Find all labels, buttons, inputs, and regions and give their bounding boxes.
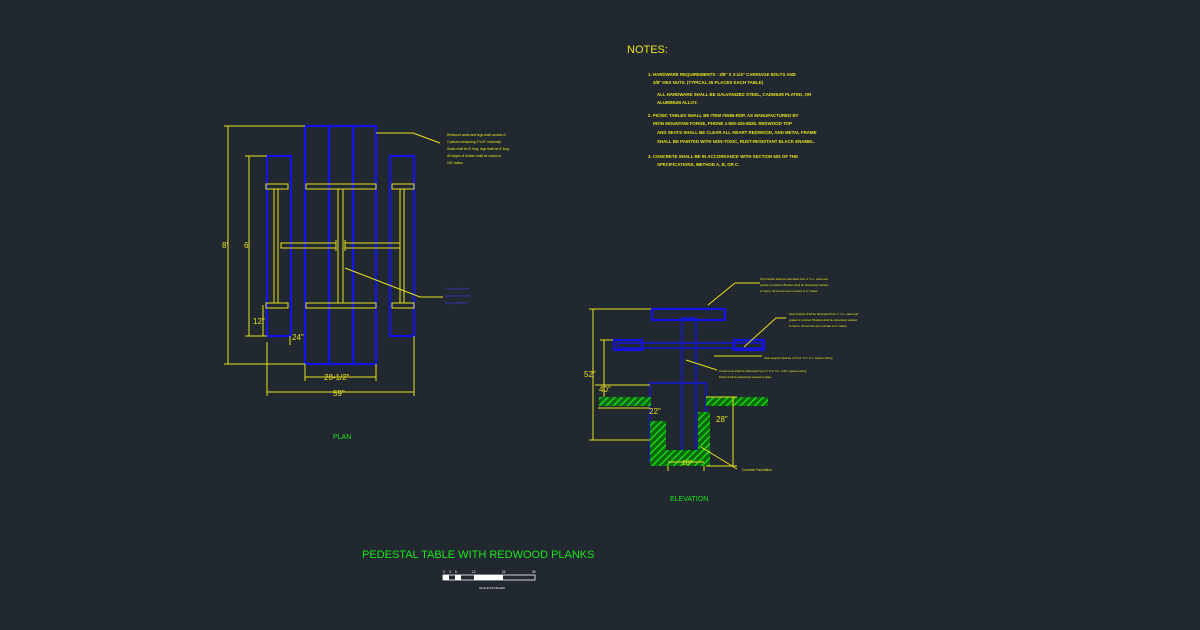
callout-line: to frame. All corners are rounded to 1" … xyxy=(760,289,818,293)
elevation-dimension-lines xyxy=(589,282,786,471)
plan-view: 8' 6' 12" 24" 28-1/2" 59" Redwood seats … xyxy=(222,124,510,441)
dim-length-overall: 8' xyxy=(222,241,228,250)
table-top-plank xyxy=(303,124,331,366)
ground-hatch-right xyxy=(706,397,768,406)
scale-tick: 0 xyxy=(443,570,445,574)
note-line: SPECIFICATIONS, METHOD A, B, OR C. xyxy=(657,162,739,167)
scale-tick: 6 xyxy=(455,570,457,574)
callout-line: All edges of lumber shall be eased to xyxy=(447,154,501,158)
seat-plank-right xyxy=(388,154,416,338)
seat-plank-left xyxy=(265,154,293,338)
dim-seat-height: 40" xyxy=(599,385,611,394)
elevation-seat-left xyxy=(612,338,644,352)
dim-overall-width: 59" xyxy=(333,389,345,398)
elevation-callout-top-bracket: Top bracket shall be fabricated from 1" … xyxy=(760,277,828,293)
dim-footing-depth: 28" xyxy=(716,415,728,424)
steel-frame xyxy=(265,183,415,309)
dim-top-width: 28-1/2" xyxy=(324,373,350,382)
plan-dimension-lines xyxy=(224,125,443,396)
callout-line: to frame. All corners are rounded to 1" … xyxy=(789,324,847,328)
callout-line: Center post shall be fabricated from 4" … xyxy=(719,369,807,373)
table-top-plank xyxy=(351,124,378,366)
note-line: 3/8" HEX NUTS. (TYPICAL 26 PLACES EACH T… xyxy=(653,80,764,85)
dim-seat-overhang: 12" xyxy=(253,317,265,326)
note-line: ALUMINUM ALLOY. xyxy=(657,100,698,105)
drawing-title: PEDESTAL TABLE WITH REDWOOD PLANKS xyxy=(362,549,594,561)
note-line: ALL HARDWARE SHALL BE GALVANIZED STEEL, … xyxy=(657,92,812,97)
dim-height-overall: 52" xyxy=(584,370,596,379)
scale-bar: 0 3 6 12 24 36 SCALE IN INCHES xyxy=(442,570,536,590)
elevation-callout-center-post: Center post shall be fabricated from 4" … xyxy=(719,369,807,379)
elevation-view: 52" 40" 22" 28" 18" Top bracket shall be… xyxy=(584,277,859,503)
note-line: 1. HARDWARE REQUIREMENTS - 3/8" X 3-1/4"… xyxy=(648,72,796,77)
scale-tick: 12 xyxy=(472,570,476,574)
dim-footing-width: 18" xyxy=(682,460,693,467)
table-top-plank xyxy=(327,124,355,366)
callout-line: Frame shall be xyxy=(445,287,469,291)
dim-seat-offset: 24" xyxy=(292,333,304,342)
callout-line: Seat bracket shall be fabricated from 1"… xyxy=(789,312,859,316)
callout-line: grated or pushed. Bracket shall be absol… xyxy=(789,318,857,322)
notes-block: NOTES: 1. HARDWARE REQUIREMENTS - 3/8" X… xyxy=(627,44,817,167)
scale-label: SCALE IN INCHES xyxy=(479,586,505,590)
callout-line: Seats shall be 8' long; legs shall be 6'… xyxy=(447,147,510,151)
notes-heading: NOTES: xyxy=(627,44,668,56)
note-line: AND SEATS SHALL BE CLEAR ALL HEART REDWO… xyxy=(657,130,817,135)
callout-line: 2 planks measuring 2"x10" nominally. xyxy=(447,140,502,144)
note-line: IRON MOUNTAIN FORGE, PHONE 1-800-325-882… xyxy=(653,121,792,126)
plan-callout-frame: Frame shall be galvanized steel tubing w… xyxy=(445,287,471,305)
elevation-seat-right xyxy=(732,338,766,352)
ground-hatch-left xyxy=(599,397,651,406)
callout-line: tubing welded xyxy=(445,301,467,305)
concrete-hatch-bottom xyxy=(650,450,706,466)
callout-line: Top bracket shall be fabricated from 1" … xyxy=(760,277,828,281)
dim-length-top: 6' xyxy=(244,241,250,250)
elevation-callout-seat-bracket: Seat bracket shall be fabricated from 1"… xyxy=(789,312,859,328)
elevation-label: ELEVATION xyxy=(670,496,708,503)
scale-tick: 24 xyxy=(502,570,506,574)
dim-depth: 22" xyxy=(649,407,661,416)
scale-tick: 36 xyxy=(532,570,536,574)
callout-line: Posts shall be absolutely welded to plat… xyxy=(719,375,772,379)
elevation-callout-support: Seat support shall be of 2"x2" X 1" C.L.… xyxy=(764,356,833,360)
plan-callout-planks: Redwood seats and legs shall consist of … xyxy=(447,133,510,165)
callout-line: grated or pushed. Bracket shall be absol… xyxy=(760,283,828,287)
note-line: 3. CONCRETE SHALL BE IN ACCORDANCE WITH … xyxy=(648,154,798,159)
note-line: SHALL BE PAINTED WITH NON-TOXIC, RUST-RE… xyxy=(657,139,815,144)
callout-line: 1/8" radius. xyxy=(447,161,464,165)
elevation-callout-foundation: Concrete Foundation xyxy=(742,468,772,472)
callout-line: Redwood seats and legs shall consist of xyxy=(447,133,506,137)
plan-label: PLAN xyxy=(333,434,351,441)
callout-line: galvanized steel xyxy=(445,294,471,298)
concrete-hatch-right xyxy=(698,412,710,466)
scale-tick: 3 xyxy=(449,570,451,574)
note-line: 2. PICNIC TABLES SHALL BE ITEM #5566-RDP… xyxy=(648,113,799,118)
